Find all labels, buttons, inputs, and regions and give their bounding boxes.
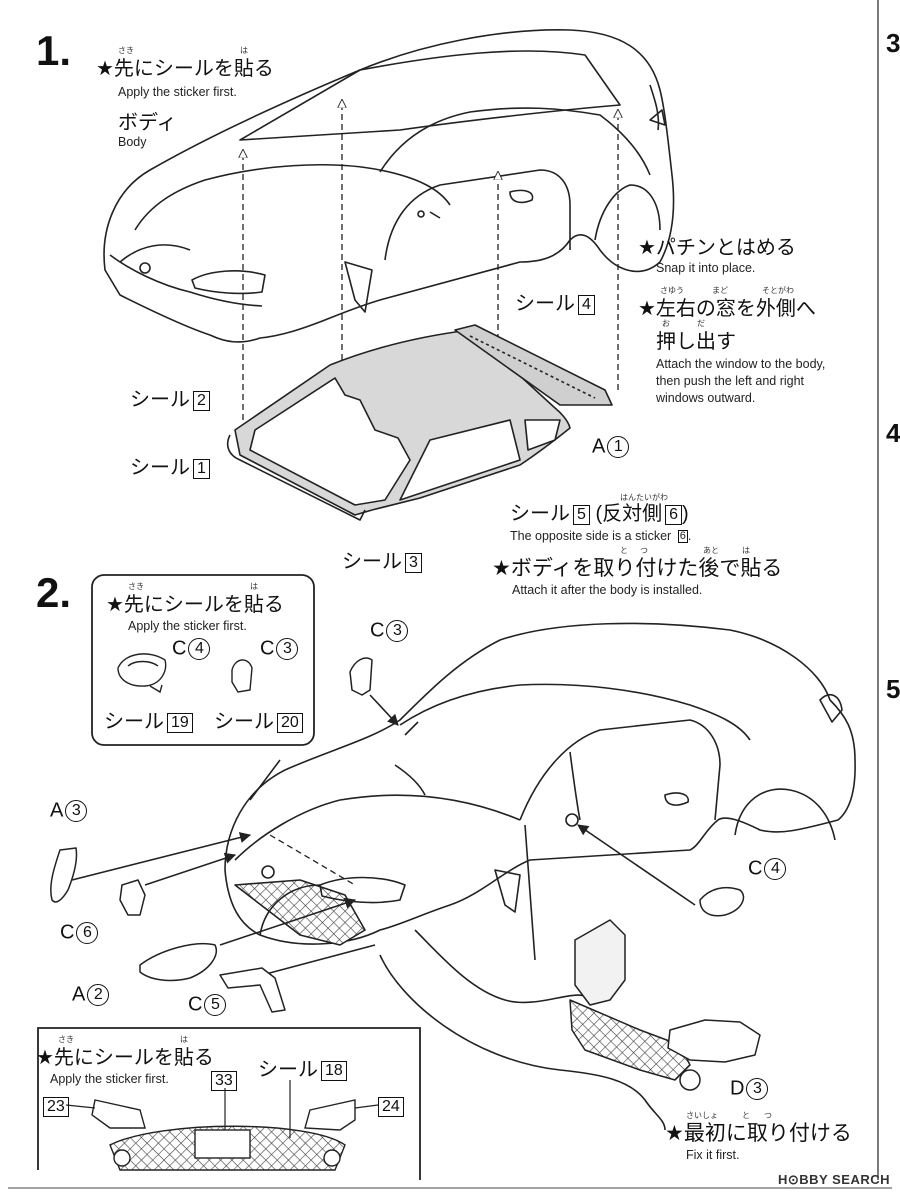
step2-car-drawing <box>224 622 856 961</box>
next-step-number: 4 <box>886 418 900 448</box>
ruby: そとがわ <box>762 286 794 295</box>
seal-23-label: 23 <box>40 1096 69 1117</box>
ruby: は <box>250 582 258 591</box>
ruby: つ <box>764 1111 772 1120</box>
seal-33-label: 33 <box>208 1070 237 1091</box>
inset-box-mirrors <box>91 574 315 746</box>
ruby: さき <box>58 1035 74 1044</box>
body-label-en: Body <box>118 135 147 149</box>
ruby: と <box>620 546 628 555</box>
inset-box-bumper <box>37 1027 421 1180</box>
step2-parts <box>50 657 761 1091</box>
box2-note-jp: ★先にシールを貼る <box>36 1045 214 1069</box>
step1-window-part <box>226 324 613 521</box>
step1-note-jp: ★先にシールを貼る <box>96 56 274 80</box>
push-en-1: Attach the window to the body, <box>656 357 826 371</box>
step1-body-drawing <box>103 29 675 343</box>
ruby: は <box>180 1035 188 1044</box>
push-en-3: windows outward. <box>656 391 756 405</box>
ruby: さいしょ <box>686 1111 718 1120</box>
ruby: さき <box>128 582 144 591</box>
ruby: まど <box>712 286 728 295</box>
snap-jp: ★パチンとはめる <box>638 235 796 259</box>
step2-arrows <box>71 694 696 1131</box>
step1-number: 1. <box>36 27 72 74</box>
ruby: は <box>240 46 248 55</box>
next-step-number: 3 <box>886 28 900 58</box>
fix-jp: ★最初に取り付ける <box>665 1121 852 1145</box>
step1-guide-arrows <box>243 100 618 470</box>
opposite-en: The opposite side is a sticker 6. <box>510 529 692 544</box>
attach-jp: ★ボディを取り付けた後で貼る <box>492 556 783 580</box>
next-step-number: 5 <box>886 674 900 704</box>
ruby: さゆう <box>660 286 684 295</box>
body-label-jp: ボディ <box>118 110 177 134</box>
fix-en: Fix it first. <box>686 1148 740 1162</box>
ruby: だ <box>697 319 705 328</box>
seal-24-label: 24 <box>375 1096 404 1117</box>
ruby: はんたいがわ <box>620 493 668 502</box>
push-jp-1: ★左右の窓を外側へ <box>638 296 816 320</box>
ruby: は <box>742 546 750 555</box>
step1-note-en: Apply the sticker first. <box>118 85 237 99</box>
ruby: つ <box>640 546 648 555</box>
ruby: あと <box>703 546 719 555</box>
ruby: さき <box>118 46 134 55</box>
watermark: H⊙BBY SEARCH <box>778 1172 890 1187</box>
push-en-2: then push the left and right <box>656 374 805 388</box>
snap-en: Snap it into place. <box>656 261 756 275</box>
box1-note-en: Apply the sticker first. <box>128 619 247 633</box>
ruby: お <box>662 319 670 328</box>
box2-note-en: Apply the sticker first. <box>50 1072 169 1086</box>
attach-en: Attach it after the body is installed. <box>512 583 703 597</box>
step2-number: 2. <box>36 569 72 616</box>
box1-note-jp: ★先にシールを貼る <box>106 592 284 616</box>
ruby: と <box>742 1111 750 1120</box>
push-jp-2: 押し出す <box>656 329 736 353</box>
